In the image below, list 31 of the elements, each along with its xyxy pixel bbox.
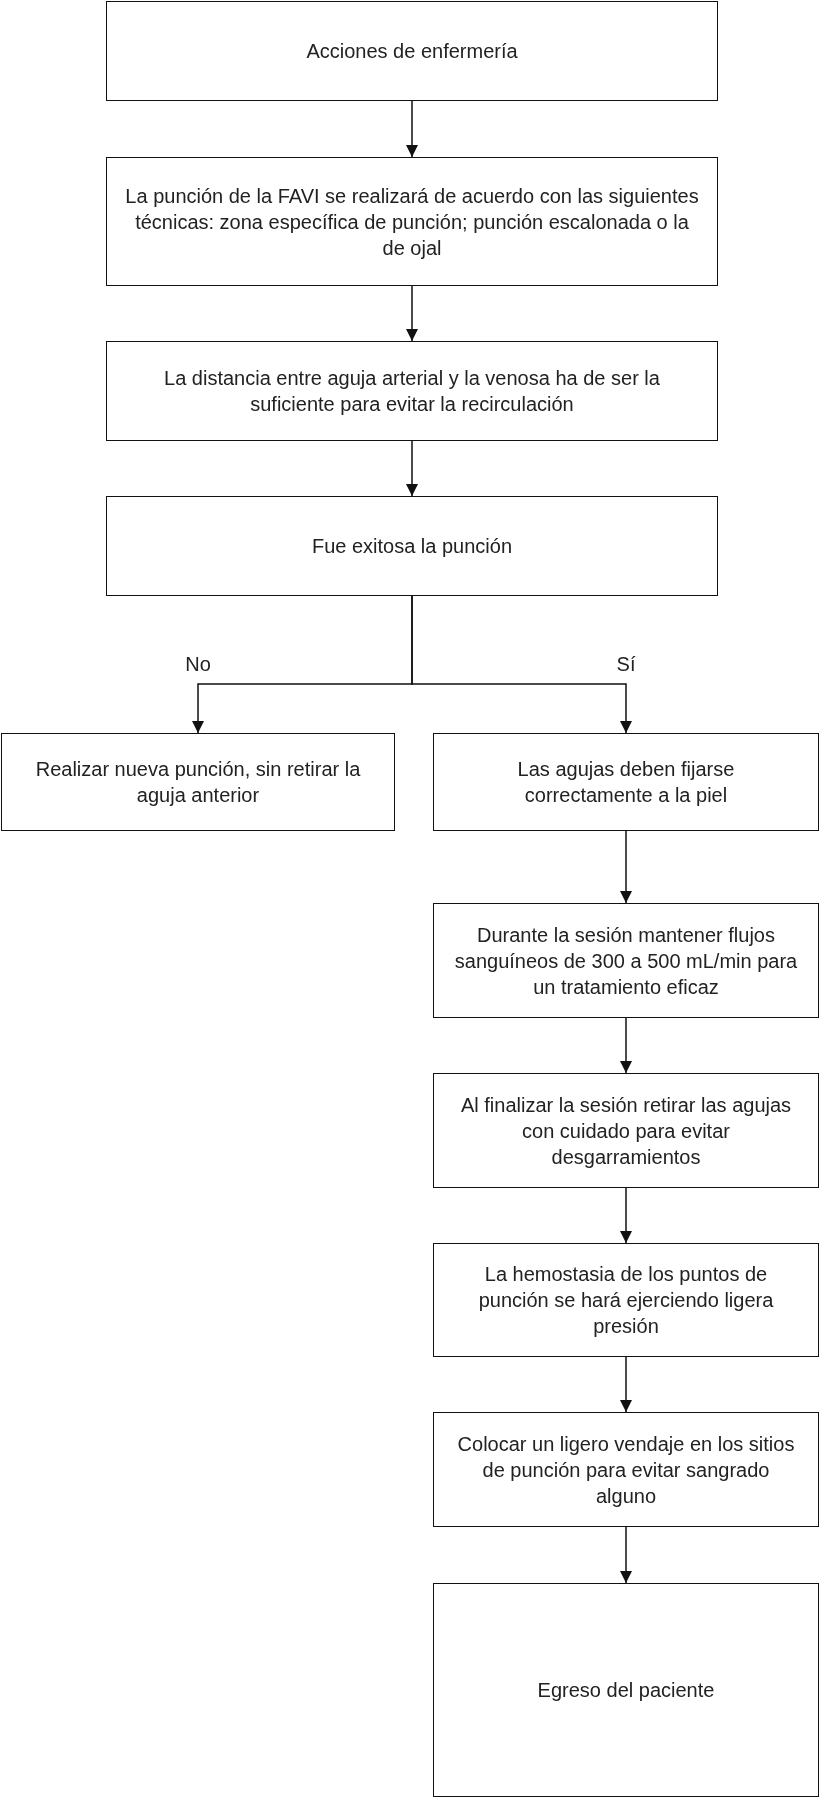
process-box: [106, 341, 718, 441]
process-box: [433, 1243, 819, 1357]
box-text: Al finalizar la sesión retirar las agujas con cuidado para evitar desgarramientos: [459, 1092, 793, 1170]
box-text: Las agujas deben fijarse correctamente a la piel: [516, 757, 736, 808]
arrow: [620, 1526, 632, 1584]
process-box: [433, 903, 819, 1018]
process-box: [433, 733, 819, 831]
box-text: Fue exitosa la punción: [311, 534, 513, 559]
box-text: Egreso del paciente: [537, 1678, 715, 1703]
arrow: [620, 1187, 632, 1244]
arrow: [406, 285, 418, 342]
box-text: Acciones de enfermería: [306, 39, 518, 64]
box-text: La distancia entre aguja arterial y la venosa ha de ser la suficiente para evitar la recirculación: [163, 366, 661, 417]
arrow: [620, 1017, 632, 1074]
box-text: Durante la sesión mantener flujos sanguíneos de 300 a 500 mL/min para un tratamiento eficaz: [453, 922, 799, 1000]
process-box: [433, 1412, 819, 1527]
process-box: [433, 1583, 819, 1797]
arrow: [406, 440, 418, 497]
arrow: [620, 830, 632, 904]
box-text: Colocar un ligero vendaje en los sitios de punción para evitar sangrado alguno: [456, 1431, 796, 1509]
arrow: [411, 595, 632, 734]
box-text: La hemostasia de los puntos de punción se hará ejerciendo ligera presión: [477, 1262, 775, 1339]
arrow: [620, 1356, 632, 1413]
box-text: La punción de la FAVI se realizará de acuerdo con las siguientes técnicas: zona específica de punción; punción escalonada o la de ojal: [125, 183, 699, 261]
process-box: [433, 1073, 819, 1188]
process-box: [1, 733, 395, 831]
process-box: [106, 1, 718, 101]
process-box: [106, 496, 718, 596]
arrow: [406, 100, 418, 158]
box-text: Realizar nueva punción, sin retirar la aguja anterior: [34, 757, 362, 808]
process-box: [106, 157, 718, 286]
